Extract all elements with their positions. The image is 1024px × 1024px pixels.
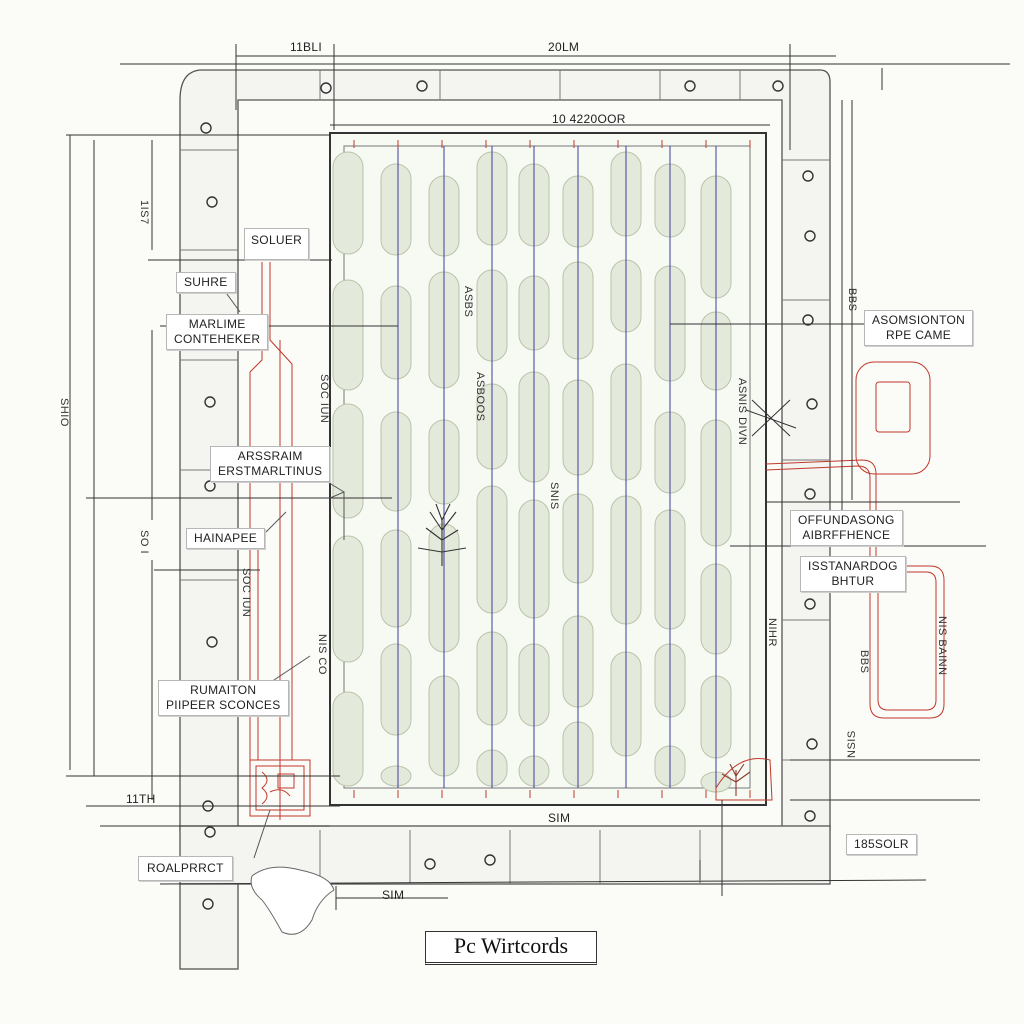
note-left-v1: SOC IUN: [318, 374, 330, 424]
dim-bottom-inner: SIM: [548, 811, 571, 825]
callout-assrbaim-line1: ARSSRAIM: [237, 449, 303, 463]
dim-inner-top: 10 4220OOR: [552, 112, 626, 126]
dim-left-vert-1: 1IS7: [138, 200, 150, 225]
planting-strip: [380, 411, 412, 512]
note-right-v3: NIS BAINN: [936, 616, 948, 676]
callout-assrbaim: ARSSRAIM ERSTMARLTINUS: [210, 446, 331, 482]
dim-right-bottom: 185SOLR: [846, 834, 917, 855]
planting-strip: [332, 535, 364, 663]
drawing-title: Pc Wirtcords: [425, 931, 597, 965]
planting-strip: [380, 529, 412, 628]
callout-roalprict: ROALPRRCT: [138, 856, 233, 881]
planting-strip: [332, 403, 364, 519]
callout-rumaiton-line2: PIIPEER SCONCES: [166, 698, 281, 712]
callout-solber: SOLUER: [244, 228, 310, 260]
callout-assrbaim-line2: ERSTMARLTINUS: [218, 464, 323, 478]
callout-asmission: ASOMSIONTON RPE CAME: [864, 310, 974, 346]
irrigation-lines: [397, 146, 717, 788]
callout-offund-line1: OFFUNDASONG: [798, 513, 895, 527]
callout-marline: MARLIME CONTEHEKER: [166, 314, 269, 350]
planting-strip: [332, 691, 364, 787]
note-right-v1: ASNIS DIVN: [736, 378, 748, 446]
plant-icon: [417, 503, 751, 796]
planting-strip: [380, 163, 412, 256]
note-center-v2: ASBS: [462, 286, 474, 318]
callout-asmission-line2: RPE CAME: [886, 328, 952, 342]
callout-suhre: SUHRE: [176, 272, 236, 293]
note-center-v3: SNIS: [548, 482, 560, 510]
bed-ticks: [353, 140, 751, 798]
callout-marline-line1: MARLIME: [188, 317, 246, 331]
note-right-v2: NIHR: [766, 618, 778, 647]
callout-hainape: HAINAPEE: [186, 528, 266, 549]
note-right-v4: BBS: [858, 650, 870, 674]
callout-offund: OFFUNDASONG AIBRFFHENCE: [790, 510, 903, 546]
dim-left-vert-2: SHIO: [58, 398, 70, 427]
dim-right-vert-1: BBS: [846, 288, 858, 312]
dim-right-vert-2: NSIS: [846, 730, 858, 758]
planting-strip: [380, 285, 412, 380]
callout-rumaiton-line1: RUMAITON: [190, 683, 257, 697]
callout-marline-line2: CONTEHEKER: [174, 332, 261, 346]
planting-strip: [380, 643, 412, 736]
callout-rumaiton: RUMAITON PIIPEER SCONCES: [158, 680, 289, 716]
callout-istanard: ISSTANARDOG BHTUR: [800, 556, 906, 592]
dim-bottom-outer: SIM: [382, 888, 405, 902]
note-left-v2: NIS CO: [316, 634, 328, 675]
planting-strip: [332, 279, 364, 391]
note-left-v3: SOC IUN: [240, 568, 252, 618]
dim-left-vert-3: SO I: [138, 530, 150, 555]
note-center-v1: ASBOOS: [474, 372, 486, 422]
planting-strip: [380, 765, 412, 787]
red-lines-right: [715, 361, 945, 801]
red-lines-left: [249, 262, 311, 820]
callout-istanard-line1: ISSTANARDOG: [808, 559, 898, 573]
dim-top-right: 20LM: [548, 40, 580, 54]
callout-asmission-line1: ASOMSIONTON: [872, 313, 966, 327]
callout-istanard-line2: BHTUR: [831, 574, 875, 588]
dim-top-left: 11BLI: [290, 40, 322, 54]
dim-left-bottom: 11TH: [126, 792, 156, 806]
planting-strip: [332, 151, 364, 255]
pond-shape: [250, 866, 335, 935]
dimension-lines: [66, 44, 1010, 910]
callout-offund-line2: AIBRFFHENCE: [802, 528, 891, 542]
